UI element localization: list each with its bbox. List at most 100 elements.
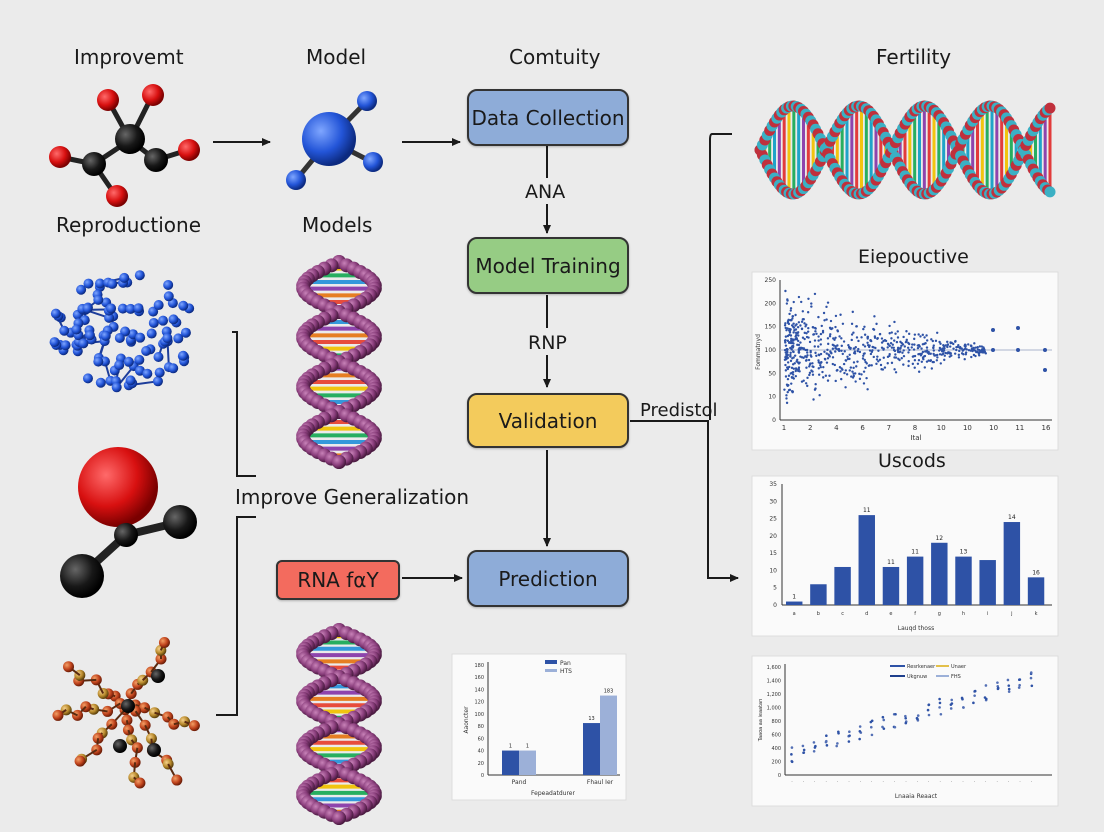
data-point [942,345,946,348]
data-point [831,362,835,366]
bar [600,695,617,775]
data-point [786,361,790,364]
data-point [913,337,916,341]
y-tick-label: 30 [769,498,777,505]
data-point [791,391,794,394]
x-tick-label: · [814,779,815,784]
y-tick-label: 80 [478,724,484,730]
data-point [834,314,838,318]
data-point [950,702,954,705]
chart3-xlabel: Fepeadatdurer [531,790,575,797]
data-point [944,344,947,347]
atom-icon [178,350,189,361]
y-tick-label: 800 [771,719,781,725]
bar-data-label: 11 [863,507,871,514]
data-point [827,342,830,346]
data-point [789,334,793,337]
data-point [856,360,859,363]
data-point [795,336,798,340]
bar [858,515,875,605]
data-point [872,355,875,359]
data-point [844,369,848,372]
data-point [917,353,920,356]
data-point [926,708,930,712]
atom-icon [121,699,135,713]
validation-box[interactable]: Validation [467,393,629,448]
data-point [991,328,995,332]
data-collection-box[interactable]: Data Collection [467,89,629,146]
data-point [983,350,987,353]
data-point [803,337,806,341]
atom-icon [133,303,144,314]
data-point [799,324,802,327]
data-point [854,380,857,383]
chart3-legend-2: HTS [560,668,572,675]
data-point [892,346,895,350]
data-point [936,331,939,334]
label-models: Models [302,213,373,237]
data-point [800,327,804,330]
x-tick-label: · [860,779,861,784]
data-point [838,349,841,353]
model-training-box[interactable]: Model Training [467,237,629,294]
data-point [790,339,793,342]
data-point [819,366,822,369]
data-point [793,329,796,332]
prediction-box[interactable]: Prediction [467,550,629,607]
data-point [978,348,981,352]
x-tick-label: d [865,611,868,617]
data-point [890,346,894,349]
data-point [1007,687,1011,691]
chart1-ylabel: Fommatnyd [755,334,762,370]
data-point [791,370,795,374]
data-point [893,356,896,359]
bar-data-label: 1 [526,744,529,750]
atom-icon [83,278,94,289]
x-tick-label: · [940,779,941,784]
data-point [841,352,844,356]
atom-icon [168,363,179,374]
data-point [923,336,926,339]
data-point [831,356,835,359]
atom-icon [78,338,89,349]
data-point [829,333,832,336]
y-tick-label: 1,000 [767,706,781,712]
data-point [785,394,788,397]
data-point [797,351,801,354]
data-point [938,706,941,709]
bar [502,750,519,775]
rna-box[interactable]: RNA fαY [276,560,400,600]
bar-data-label: 13 [588,716,594,722]
data-point [802,356,805,359]
data-point [790,341,794,345]
data-point [826,348,829,352]
data-point [1043,368,1047,372]
data-point [938,353,942,356]
data-point [789,328,792,331]
data-point [784,356,787,359]
data-point [784,344,788,347]
data-point [844,386,847,389]
atom-icon [152,376,163,387]
data-point [797,347,800,351]
data-point [790,376,794,379]
atom-icon [151,669,165,683]
atom-icon [93,294,104,305]
data-point [877,360,880,363]
atom-icon [74,755,86,767]
data-point [829,319,833,323]
data-point [790,348,793,351]
chart4-legend-1: Resrkenaer [907,664,936,670]
data-point [1018,683,1021,687]
data-point [821,370,824,374]
data-point [817,367,820,370]
data-point [893,320,896,324]
x-tick-label: · [997,779,998,784]
data-point [784,289,787,293]
data-point [932,352,935,356]
data-point [919,354,923,357]
data-point [862,382,866,385]
data-point [855,336,859,339]
data-point [824,740,828,744]
data-point [817,361,820,364]
